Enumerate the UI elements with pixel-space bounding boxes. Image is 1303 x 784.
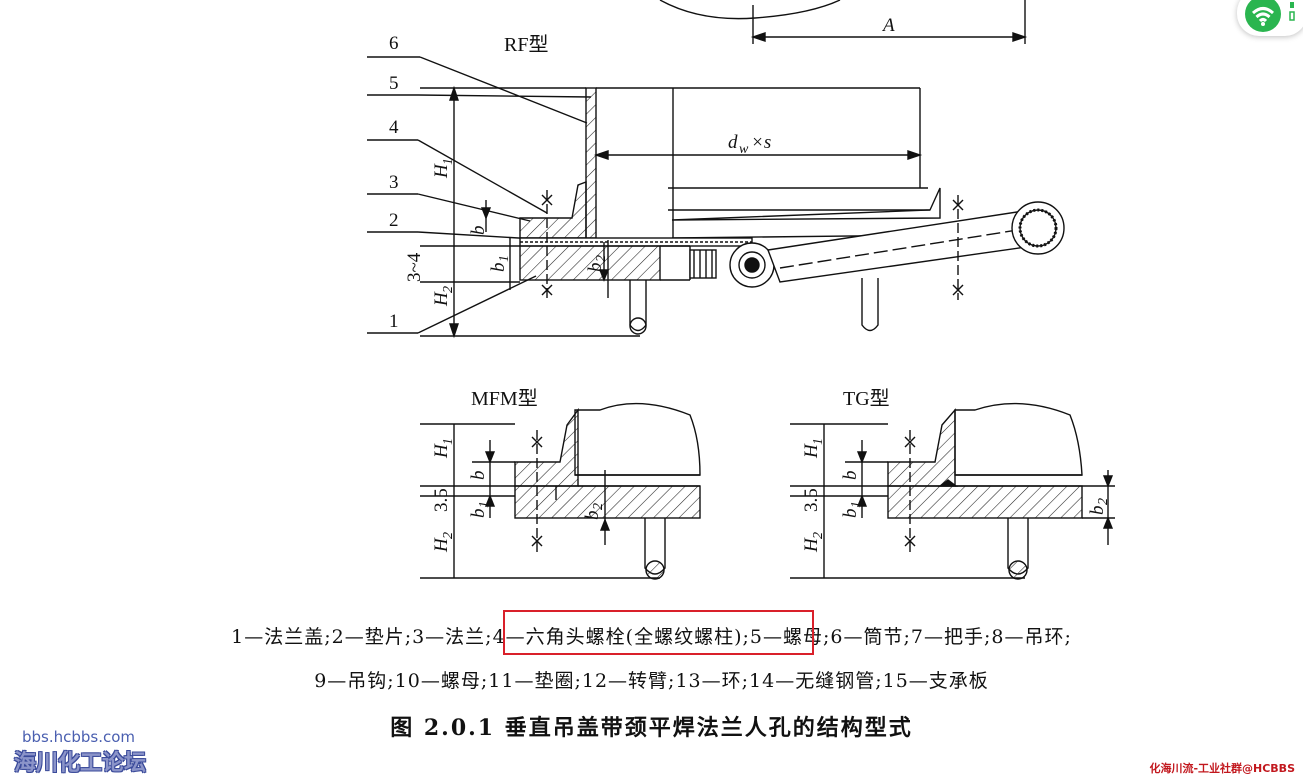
mfm-b1-sub: 1 bbox=[477, 501, 492, 508]
dim-dws-rest: ×s bbox=[751, 132, 771, 153]
part-number-4: 4 bbox=[389, 117, 399, 138]
rf-b-label: b bbox=[468, 226, 489, 236]
figure-title: 图 2.0.1 垂直吊盖带颈平焊法兰人孔的结构型式 bbox=[390, 715, 913, 741]
part-number-1: 1 bbox=[389, 311, 399, 332]
tg-b2-label: b bbox=[1087, 506, 1108, 516]
mfm-b2-label: b bbox=[582, 511, 603, 521]
mfm-h2-label: H bbox=[431, 537, 452, 553]
caption-line-2: 9—吊钩;10—螺母;11—垫圈;12—转臂;13—环;14—无缝钢管;15—支… bbox=[314, 670, 989, 692]
mfm-h2-sub: 2 bbox=[441, 532, 456, 539]
tg-b-label: b bbox=[840, 471, 861, 481]
caption-highlight-text: 4—六角头螺栓(全螺纹螺柱) bbox=[492, 626, 743, 648]
mfm-b1-label: b bbox=[468, 509, 489, 519]
mfm-b2-sub: 2 bbox=[591, 503, 606, 510]
rf-b1-sub: 1 bbox=[497, 255, 512, 262]
mfm-h1-sub: 1 bbox=[441, 438, 456, 445]
signal-indicator-icon bbox=[1287, 0, 1297, 26]
caption-line-1-part-1: 1—法兰盖;2—垫片;3—法兰; bbox=[231, 626, 493, 648]
rf-b1-label: b bbox=[488, 263, 509, 273]
watermark-corner: 化海川流-工业社群@HCBBS bbox=[1149, 762, 1295, 775]
wifi-status-badge[interactable] bbox=[1237, 0, 1303, 36]
mfm-h1-label: H bbox=[431, 443, 452, 459]
part-number-5: 5 bbox=[389, 73, 399, 94]
watermark-forum: 海川化工论坛 bbox=[14, 751, 147, 776]
mfm-gap-label: 3.5 bbox=[431, 488, 452, 512]
rf-h2-label: H bbox=[431, 291, 452, 307]
tg-b2-sub: 2 bbox=[1096, 498, 1111, 505]
watermark-site: bbs.hcbbs.com bbox=[22, 728, 136, 746]
part-number-2: 2 bbox=[389, 210, 399, 231]
tg-h1-sub: 1 bbox=[811, 438, 826, 445]
dim-dws-w: w bbox=[739, 142, 749, 157]
rf-b2-label: b bbox=[585, 263, 606, 273]
rf-h2-sub: 2 bbox=[441, 286, 456, 293]
highlight-box bbox=[503, 610, 814, 655]
rf-view bbox=[367, 0, 1065, 339]
tg-h1-label: H bbox=[801, 443, 822, 459]
wifi-icon bbox=[1245, 0, 1281, 32]
tg-gap-label: 3.5 bbox=[801, 488, 822, 512]
dim-A: A bbox=[881, 15, 895, 36]
dim-dws-d: d bbox=[728, 132, 738, 153]
rf-h1-label: H bbox=[431, 163, 452, 179]
rf-title: RF型 bbox=[504, 33, 548, 56]
rf-b2-sub: 2 bbox=[594, 255, 609, 262]
part-number-3: 3 bbox=[389, 172, 399, 193]
caption-line-1: 1—法兰盖;2—垫片;3—法兰;4—六角头螺栓(全螺纹螺柱);5—螺母;6—筒节… bbox=[0, 622, 1303, 649]
tg-h2-label: H bbox=[801, 537, 822, 553]
tg-b1-sub: 1 bbox=[849, 501, 864, 508]
mfm-title: MFM型 bbox=[471, 387, 538, 410]
tg-view bbox=[790, 402, 1115, 580]
tg-title: TG型 bbox=[843, 387, 890, 410]
mfm-view bbox=[420, 402, 701, 580]
tg-b1-label: b bbox=[840, 509, 861, 519]
rf-h1-sub: 1 bbox=[441, 158, 456, 165]
caption-line-1-part-2: ;5—螺母;6—筒节;7—把手;8—吊环; bbox=[742, 626, 1072, 648]
tg-h2-sub: 2 bbox=[811, 532, 826, 539]
mfm-b-label: b bbox=[468, 471, 489, 481]
rf-range-label: 3~4 bbox=[404, 252, 425, 282]
part-number-6: 6 bbox=[389, 33, 399, 54]
